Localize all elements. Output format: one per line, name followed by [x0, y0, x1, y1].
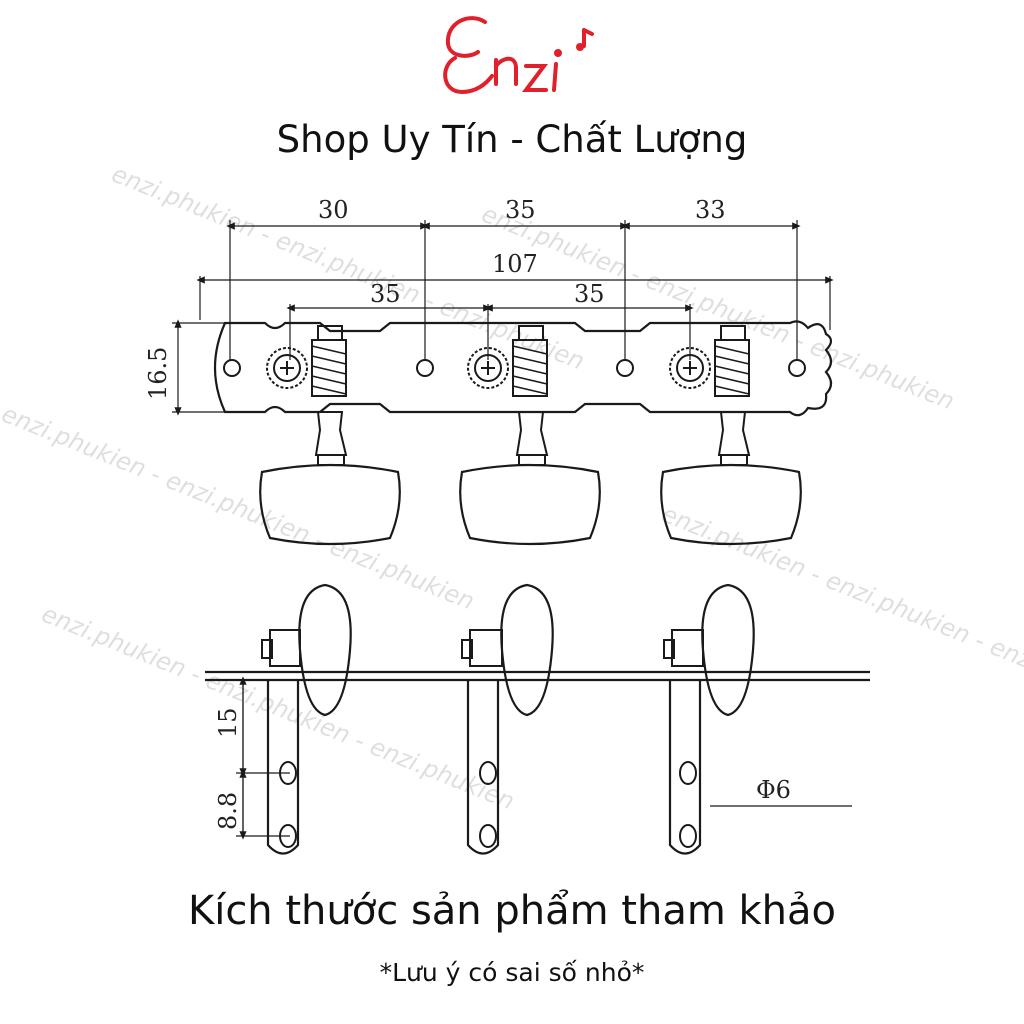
watermark-text: enzi.phukien - enzi.phukien - enzi.phuki…	[38, 600, 519, 816]
tuner-side-3	[663, 583, 755, 855]
dim-post-spacing-1: 35	[370, 280, 401, 308]
tuner-top-3	[660, 325, 802, 546]
enzi-logo-mark	[443, 16, 594, 95]
dim-plate-height: 16.5	[144, 347, 172, 400]
dim-overall: 107	[492, 250, 538, 278]
tuner-top-1	[259, 325, 401, 546]
side-view: 15 8.8 Φ6	[205, 583, 870, 855]
watermark-text: enzi.phukien - enzi.phukien - enzi.phuki…	[0, 400, 478, 616]
dim-top-right: 33	[695, 196, 726, 224]
watermark-text: enzi.phukien - enzi.phukien - enzi.phuki…	[658, 500, 1024, 716]
top-view: 30 35 33 107 35 35 16.5	[144, 196, 834, 546]
brand-logo	[443, 16, 594, 95]
tuner-top-2	[459, 325, 601, 546]
dim-top-mid: 35	[505, 196, 536, 224]
tuner-side-1	[261, 583, 352, 855]
caption: Kích thước sản phẩm tham khảo	[187, 888, 837, 934]
tagline: Shop Uy Tín - Chất Lượng	[276, 118, 748, 161]
dim-post-spacing-2: 35	[574, 280, 605, 308]
tuner-side-2	[461, 583, 554, 855]
dim-diameter: Φ6	[756, 776, 791, 804]
disclaimer-note: *Lưu ý có sai số nhỏ*	[379, 958, 645, 987]
dim-post-offset: 15	[214, 707, 242, 738]
dim-hole-spacing: 8.8	[214, 792, 242, 830]
dim-top-left: 30	[318, 196, 349, 224]
